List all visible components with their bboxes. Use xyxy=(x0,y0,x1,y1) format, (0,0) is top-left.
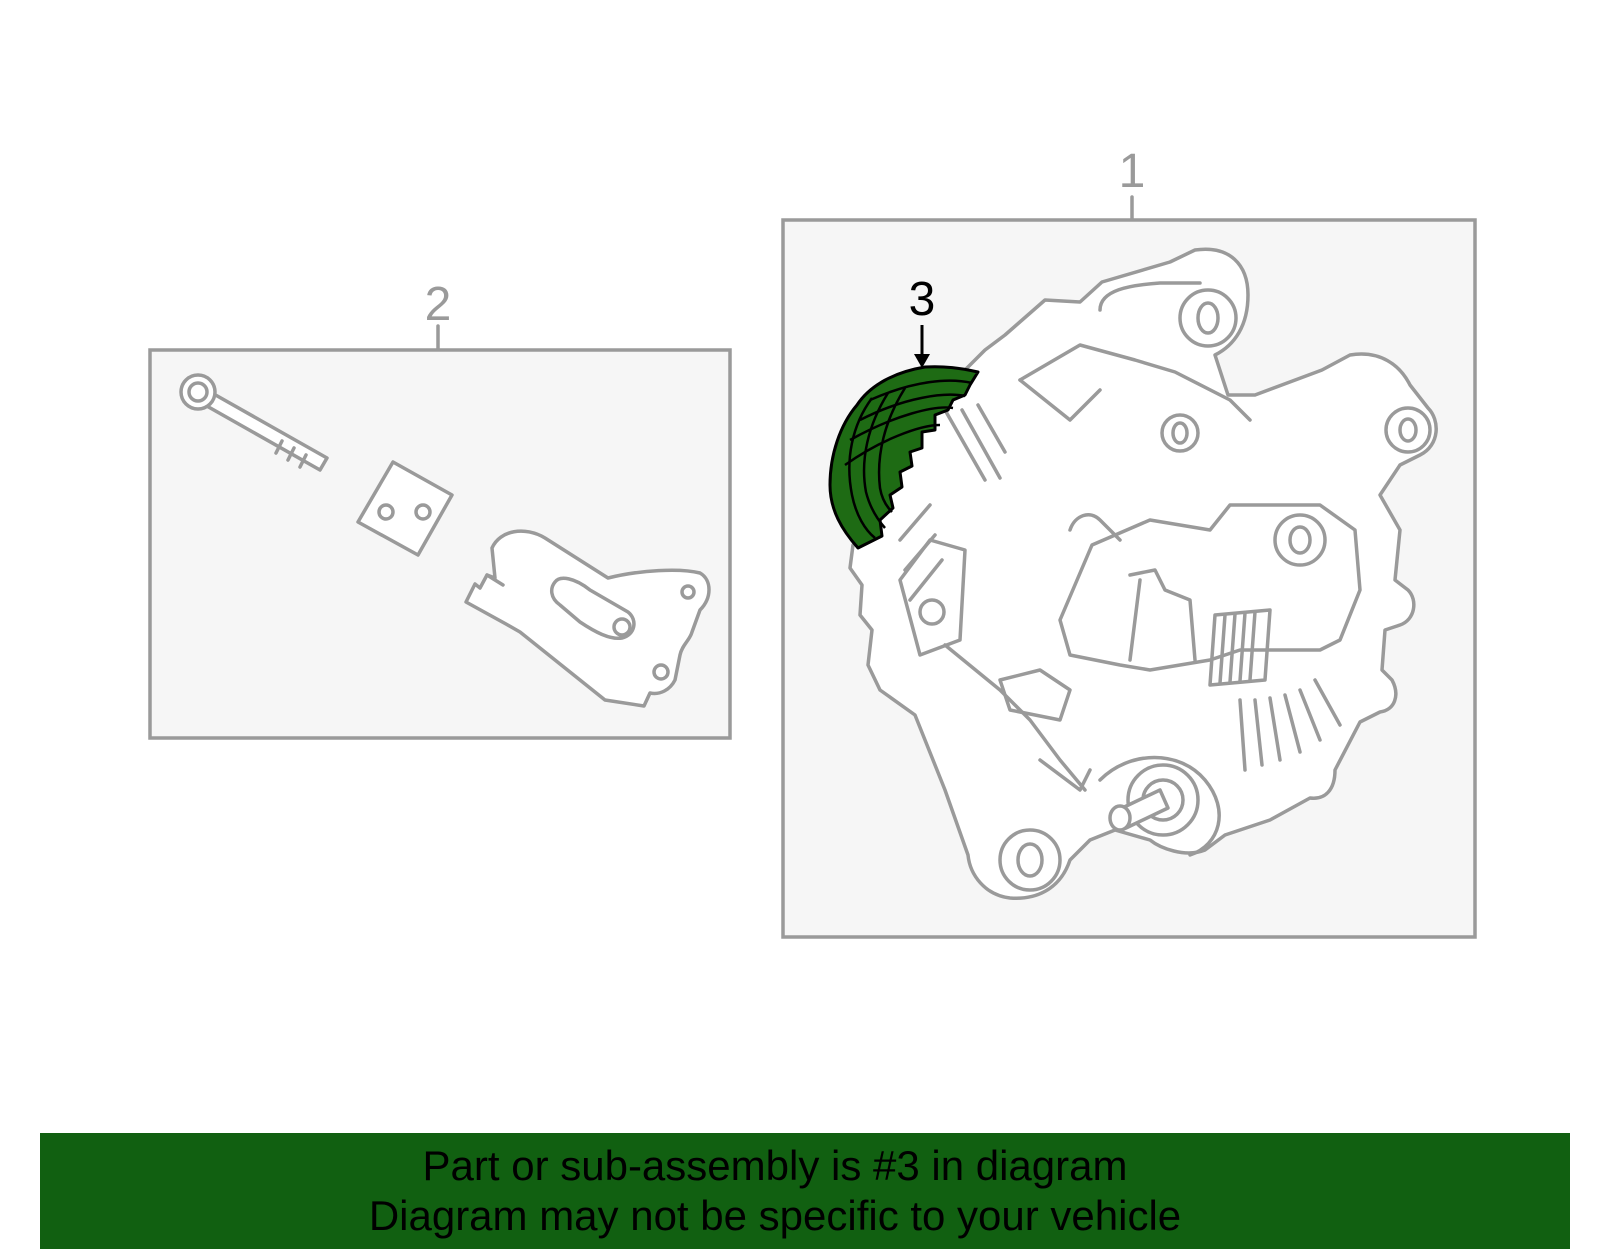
callout-1[interactable]: 1 xyxy=(1119,145,1146,198)
banner-line-1: Part or sub-assembly is #3 in diagram xyxy=(422,1142,1128,1189)
nut-plate-icon[interactable] xyxy=(356,460,454,557)
hardware-group: 2 xyxy=(148,278,732,740)
highlighted-part-3-icon[interactable] xyxy=(828,365,980,550)
arrow-down-icon xyxy=(914,354,930,368)
bracket-icon[interactable] xyxy=(464,529,711,708)
alternator-icon[interactable] xyxy=(848,247,1438,900)
alternator-group: 1 xyxy=(781,145,1477,939)
callout-2[interactable]: 2 xyxy=(425,278,452,331)
bolt-icon[interactable] xyxy=(179,373,329,472)
info-banner: Part or sub-assembly is #3 in diagram Di… xyxy=(40,1133,1570,1249)
banner-line-2: Diagram may not be specific to your vehi… xyxy=(368,1192,1182,1239)
callout-3[interactable]: 3 xyxy=(909,273,936,326)
